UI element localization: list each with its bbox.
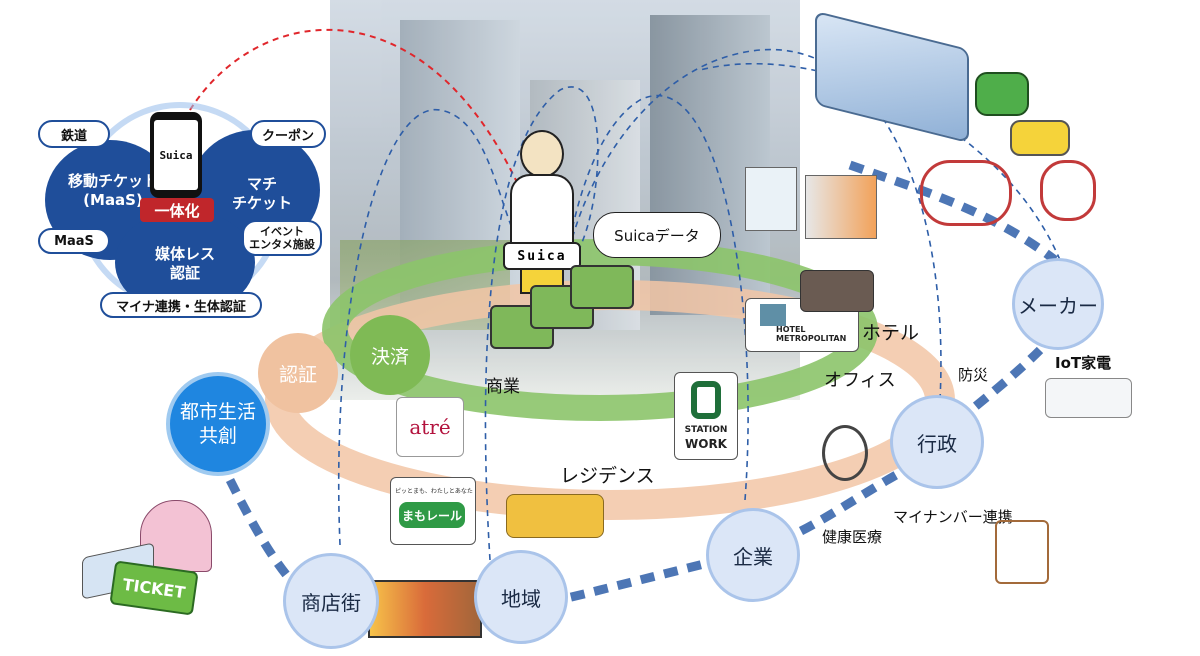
wheelchair-icon	[822, 425, 868, 481]
blob-auth-label: 媒体レス 認証	[154, 245, 215, 282]
bicycles-icon	[920, 160, 1012, 226]
green-bus-icon	[975, 72, 1029, 116]
vending-machine-icon	[745, 167, 797, 231]
node-gov: 行政	[890, 395, 984, 489]
node-region-label: 地域	[501, 586, 541, 611]
station-work-text-2: WORK	[685, 437, 727, 451]
blue-arc-shopping	[337, 109, 541, 546]
pill-rail: 鉄道	[38, 120, 110, 148]
node-shopping-label: 商店街	[301, 590, 361, 615]
urban-circle: 都市生活 共創	[166, 372, 270, 476]
node-maker-label: メーカー	[1018, 293, 1098, 318]
suica-card: Suica	[503, 242, 581, 270]
blob-machi-label: マチ チケット	[231, 175, 292, 212]
integration-badge-label: 一体化	[154, 201, 200, 220]
suica-card-label: Suica	[517, 248, 567, 264]
speech-bubble: Suicaデータ	[593, 212, 721, 258]
node-region: 地域	[474, 550, 568, 644]
station-work-text-1: STATION	[684, 425, 728, 435]
health-label: 健康医療	[822, 528, 883, 546]
mamorail-badge-text: まもレール	[401, 508, 462, 523]
atre-logo: atré	[396, 397, 464, 457]
dog-walker-icon	[995, 520, 1049, 584]
pill-event-label: イベント エンタメ施設	[249, 225, 315, 251]
gate-3	[570, 265, 634, 309]
node-maker: メーカー	[1012, 258, 1104, 350]
hotel-logo-mark	[760, 304, 786, 326]
node-company: 企業	[706, 508, 800, 602]
myna-label: マイナンバー連携	[893, 508, 1013, 526]
cyclist-icon	[1040, 160, 1096, 221]
payment-circle: 決済	[350, 315, 430, 395]
ticket-text: TICKET	[121, 574, 187, 602]
disaster-label: 防災	[958, 366, 989, 384]
hotel-logo-text-1: HOTEL	[776, 325, 806, 334]
pill-maas: MaaS	[38, 228, 110, 254]
pill-event: イベント エンタメ施設	[242, 220, 322, 256]
auth-circle: 認証	[258, 333, 338, 413]
pill-coupon: クーポン	[250, 120, 326, 148]
residence-label: レジデンス	[560, 465, 655, 487]
office-label: オフィス	[824, 370, 896, 391]
red-dashed-link	[189, 28, 526, 201]
auth-label: 認証	[278, 363, 317, 386]
person-body	[510, 174, 574, 248]
mamorail-badge: まもレール	[399, 502, 465, 528]
speech-bubble-text: Suicaデータ	[614, 226, 700, 245]
person-head	[520, 130, 564, 178]
commerce-label: 商業	[486, 377, 520, 397]
atre-logo-text: atré	[409, 415, 451, 439]
air-conditioner-icon	[1045, 378, 1132, 418]
taxi-icon	[1010, 120, 1070, 156]
mamorail-logo: ピッとまも、わたしとあなた まもレール	[390, 477, 476, 545]
node-shopping: 商店街	[283, 553, 379, 649]
ticket-gates	[490, 265, 640, 355]
mamorail-tagline: ピッとまも、わたしとあなた	[395, 488, 473, 495]
node-gov-label: 行政	[917, 431, 957, 456]
phone-suica-label: Suica	[159, 148, 193, 162]
blob-mobility-label: 移動チケット (MaaS)	[67, 172, 158, 209]
pill-myna: マイナ連携・生体認証	[100, 292, 262, 318]
blue-arc-region	[484, 86, 599, 561]
phone-screen: Suica	[154, 120, 198, 190]
sofa-icon	[506, 494, 604, 538]
hotel-label: ホテル	[862, 322, 920, 344]
smartphone-icon: Suica	[150, 112, 202, 198]
iot-label: IoT家電	[1055, 354, 1112, 372]
shop-street-icon	[368, 580, 482, 638]
integration-badge: 一体化	[140, 198, 214, 222]
node-company-label: 企業	[733, 544, 773, 569]
lockers-icon	[805, 175, 877, 239]
network-dashed-path-top	[848, 160, 1058, 264]
payment-label: 決済	[370, 345, 409, 368]
urban-label: 都市生活 共創	[179, 401, 256, 447]
station-work-logo: STATION WORK	[674, 372, 738, 460]
hotel-logo-text-2: METROPOLITAN	[776, 334, 847, 343]
bed-icon	[800, 270, 874, 312]
station-work-mark	[691, 381, 721, 419]
